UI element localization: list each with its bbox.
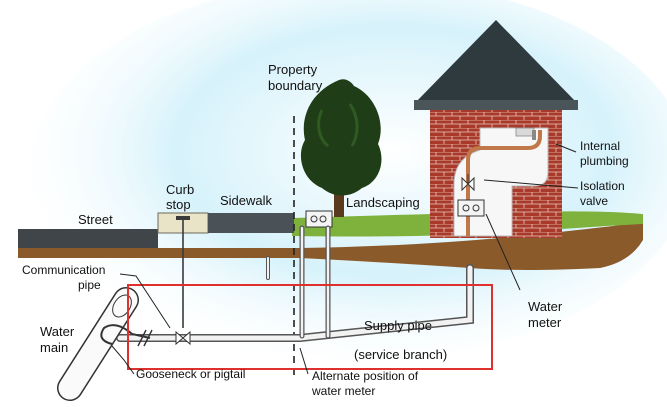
label-landscaping: Landscaping (346, 195, 420, 210)
label-supply-pipe: Supply pipe (364, 318, 432, 333)
pipe-break-marks (137, 329, 153, 347)
curb-stop-valve (175, 330, 191, 346)
label-gooseneck: Gooseneck or pigtail (136, 367, 245, 381)
label-internal-plumbing-2: plumbing (580, 154, 629, 168)
label-isolation-valve-1: Isolation (580, 179, 625, 193)
street-road (18, 229, 158, 248)
highlight-box (127, 284, 493, 370)
house (414, 20, 578, 238)
isolation-valve-symbol (461, 174, 475, 192)
tree (300, 79, 382, 217)
label-water-meter-1: Water (528, 299, 563, 314)
label-water-meter-2: meter (528, 315, 562, 330)
label-water-main-2: main (40, 340, 68, 355)
water-main-pipe (57, 287, 139, 401)
label-isolation-valve-2: valve (580, 194, 608, 208)
internal-plumbing-pipe (466, 130, 542, 236)
indoor-meter-box (457, 199, 485, 217)
outdoor-meter-box (305, 210, 333, 228)
soil (18, 222, 643, 270)
label-street: Street (78, 212, 113, 227)
label-service-branch: (service branch) (354, 347, 447, 362)
label-alternate-meter-1: Alternate position of (312, 369, 419, 383)
gooseneck-loop (100, 324, 151, 345)
label-communication-pipe-1: Communication (22, 263, 105, 277)
sidewalk-slab (208, 213, 294, 233)
leader-lines (111, 143, 579, 375)
supply-pipe (116, 225, 474, 342)
label-communication-pipe-2: pipe (78, 278, 101, 292)
label-property-boundary-1: Property (268, 62, 318, 77)
label-alternate-meter-2: water meter (311, 384, 375, 398)
label-sidewalk: Sidewalk (220, 193, 273, 208)
label-property-boundary-2: boundary (268, 78, 323, 93)
label-curb-stop-2: stop (166, 197, 191, 212)
label-curb-stop-1: Curb (166, 182, 194, 197)
label-internal-plumbing-1: Internal (580, 139, 620, 153)
label-water-main-1: Water (40, 324, 75, 339)
curb-stop-cap (176, 216, 190, 220)
